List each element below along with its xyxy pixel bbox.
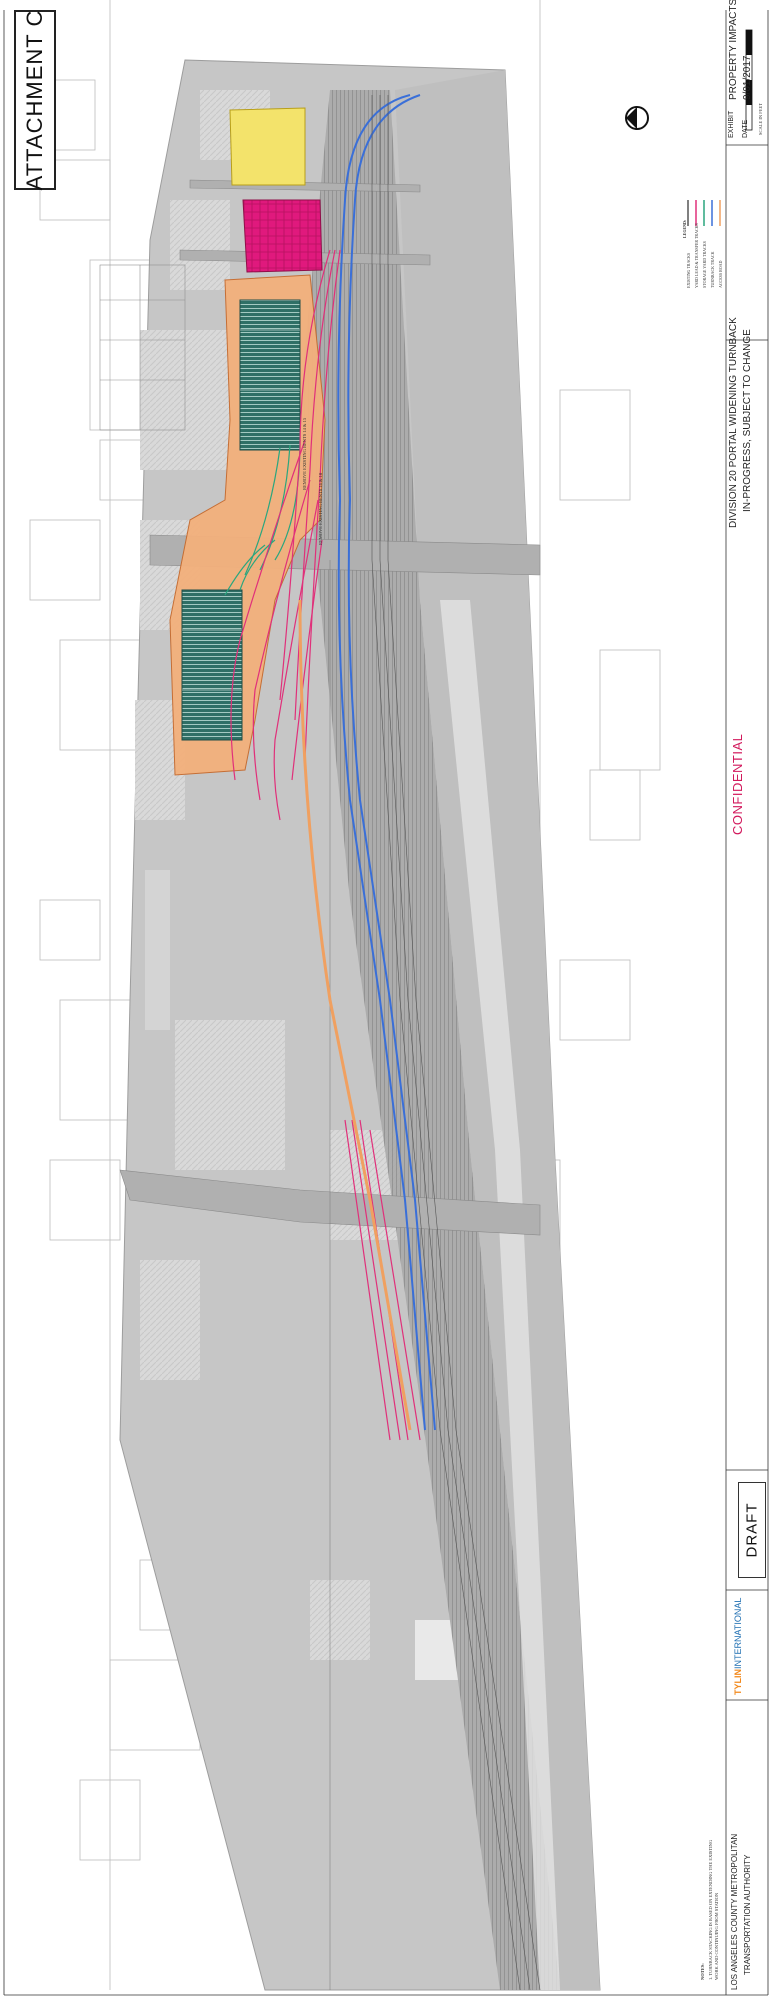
confidential-stamp: CONFIDENTIAL [730, 733, 745, 835]
storage-tracks-south [181, 589, 243, 741]
date-label: DATE [742, 119, 749, 138]
logo-tylin: TYLIN [733, 1669, 743, 1695]
notes-item-1: 1. TURNBACK STACKING IS BASED ON EXTENDI… [708, 1839, 713, 1980]
impact-parcel-yellow [229, 107, 306, 186]
turnback-track [337, 94, 436, 1431]
legend-heading: LEGEND: [682, 219, 687, 238]
yard-lead-tracks [230, 249, 421, 1441]
storage-tracks-north [239, 299, 301, 451]
exhibit-label: EXHIBIT [728, 110, 735, 138]
scale-label: SCALE IN FEET [758, 103, 763, 135]
exhibit-title: PROPERTY IMPACTS EXHIBIT [728, 0, 739, 100]
agency-name-line1: LOS ANGELES COUNTY METROPOLITAN [730, 1833, 739, 1990]
project-status: IN-PROGRESS, SUBJECT TO CHANGE [742, 329, 753, 512]
attachment-label: ATTACHMENT C [22, 9, 47, 191]
legend-item-storage: STORAGE YARD TRACKS [702, 241, 707, 288]
legend-item-existing-tracks: EXISTING TRACKS [686, 252, 691, 288]
annotation-remove-bents-1: REMOVE EXISTING BENTS 14 & 15 [302, 417, 307, 490]
scale-bar-icon [745, 29, 753, 131]
existing-tracks [371, 95, 541, 1991]
legend-item-access-road: ACCESS ROAD [718, 260, 723, 288]
agency-name-line2: TRANSPORTATION AUTHORITY [743, 1854, 752, 1975]
title-block-frame [3, 10, 769, 1996]
north-arrow-icon [625, 106, 649, 130]
project-title: DIVISION 20 PORTAL WIDENING TURNBACK [728, 317, 739, 528]
notes-heading: NOTES: [700, 1963, 705, 1980]
annotation-remove-bents-2: REMOVE EXISTING BENTS 16 & 18 [318, 472, 323, 545]
draft-stamp-box: DRAFT [738, 1482, 766, 1578]
notes-item-2: WORK AND CONTINUING FROM STATION [714, 1892, 719, 1980]
access-road-line [298, 599, 412, 1431]
legend-swatches [687, 200, 721, 226]
legend-item-yard-lead: YARD LEAD & TRANSFER TRACKS [694, 223, 699, 288]
consultant-logo: TYLININTERNATIONAL [733, 1598, 743, 1695]
draft-stamp: DRAFT [743, 1502, 761, 1558]
parcel-grid [99, 264, 186, 431]
attachment-label-box: ATTACHMENT C [14, 10, 56, 190]
impact-parcel-magenta [242, 199, 323, 273]
legend-item-turnback: TURNBACK TRACK [710, 251, 715, 289]
exhibit-date: 9/01/2017 [742, 55, 753, 101]
logo-international: INTERNATIONAL [733, 1597, 743, 1669]
